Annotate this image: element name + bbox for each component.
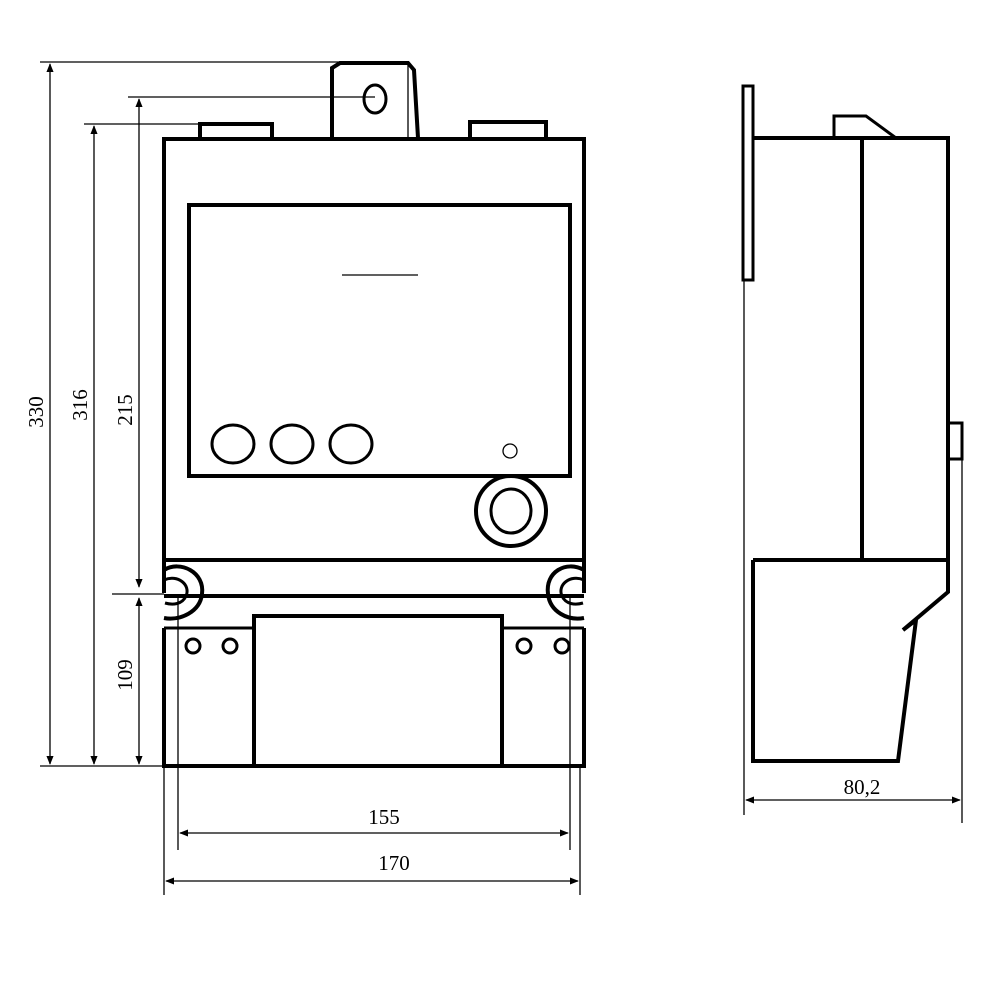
top-hanging-bracket [330,61,420,139]
indicator-led [502,443,518,459]
right-mount-slot [545,564,585,621]
left-mount-slot-inner [163,576,189,606]
side-terminal-section [751,560,950,763]
top-right-tab [468,120,548,141]
side-top-tab [832,114,897,140]
dim-label-330: 330 [24,396,48,428]
terminal-block-outline [162,628,586,768]
bracket-hole [362,83,388,115]
dim-label-109: 109 [113,659,137,691]
dim-label-170: 170 [378,851,410,875]
front-dimensions: 330 316 215 109 155 170 [24,61,581,895]
dim-label-155: 155 [368,805,400,829]
terminal-screw-4 [553,637,571,655]
terminal-screw-1 [184,637,202,655]
dim-label-316: 316 [68,389,92,421]
left-mount-slot [162,564,205,621]
meter-body-outline [162,137,586,593]
button-1 [210,423,256,465]
optical-port-inner [489,487,533,535]
side-body-outline [753,136,950,562]
side-view: 80,2 [741,84,964,823]
display-window [187,203,572,478]
side-bracket-plate [741,84,755,282]
terminal-screw-2 [221,637,239,655]
optical-port-outer [474,474,548,548]
dim-label-80-2: 80,2 [844,775,881,799]
front-view [162,61,586,768]
dim-label-215: 215 [113,394,137,426]
terminal-screw-3 [515,637,533,655]
right-mount-slot-inner [559,576,585,606]
button-2 [269,423,315,465]
top-left-tab [198,122,274,141]
side-cover-edge [896,619,918,762]
side-button [946,421,964,461]
button-3 [328,423,374,465]
terminal-cover [252,614,504,768]
